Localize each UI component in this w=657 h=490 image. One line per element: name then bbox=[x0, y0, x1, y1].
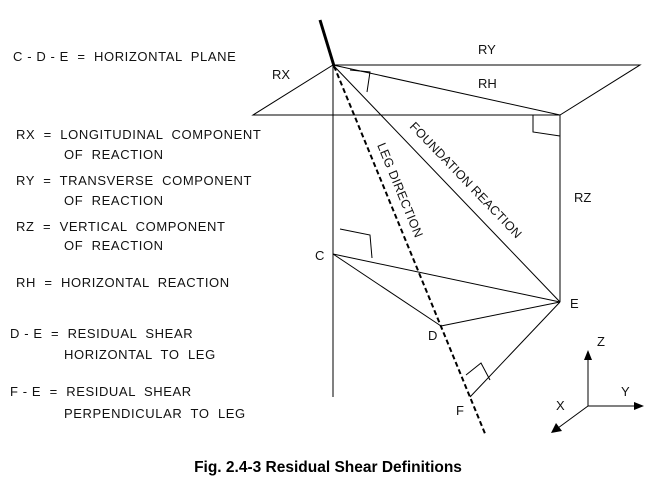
legend-fe-line1: F - E = RESIDUAL SHEAR bbox=[10, 384, 192, 399]
legend: C - D - E = HORIZONTAL PLANE RX = LONGIT… bbox=[10, 49, 261, 421]
axis-label-x: X bbox=[556, 398, 565, 413]
leg-direction-line bbox=[333, 65, 487, 437]
c-e-line bbox=[332, 253, 561, 303]
axis-label-z: Z bbox=[597, 334, 605, 349]
legend-rz-line2: OF REACTION bbox=[64, 238, 164, 253]
label-rx: RX bbox=[272, 67, 290, 82]
d-e-line bbox=[440, 301, 561, 327]
legend-fe-line2: PERPENDICULAR TO LEG bbox=[64, 406, 246, 421]
label-f: F bbox=[456, 403, 464, 418]
legend-rz-line1: RZ = VERTICAL COMPONENT bbox=[16, 219, 226, 234]
leg-top-segment bbox=[318, 19, 336, 67]
legend-rx-line1: RX = LONGITUDINAL COMPONENT bbox=[16, 127, 261, 142]
coordinate-axes: Z Y X bbox=[551, 334, 644, 433]
x-axis-arrow bbox=[551, 423, 562, 433]
label-ry: RY bbox=[478, 42, 496, 57]
label-rz: RZ bbox=[574, 190, 591, 205]
label-e: E bbox=[570, 296, 579, 311]
right-angle-mark-c bbox=[339, 228, 373, 259]
label-foundation-reaction: FOUNDATION REACTION bbox=[407, 119, 525, 241]
axis-label-y: Y bbox=[621, 384, 630, 399]
right-angle-mark-rz bbox=[532, 115, 561, 137]
legend-de-line1: D - E = RESIDUAL SHEAR bbox=[10, 326, 193, 341]
label-rh: RH bbox=[478, 76, 497, 91]
figure-caption: Fig. 2.4-3 Residual Shear Definitions bbox=[194, 459, 462, 476]
foundation-reaction-line bbox=[332, 64, 561, 303]
y-axis-arrow bbox=[634, 402, 644, 410]
c-d-line bbox=[332, 253, 442, 327]
rh-line bbox=[332, 64, 561, 116]
right-angle-mark-f bbox=[465, 362, 491, 381]
label-d: D bbox=[428, 328, 437, 343]
legend-rh-line1: RH = HORIZONTAL REACTION bbox=[16, 275, 230, 290]
z-axis-arrow bbox=[584, 350, 592, 360]
x-axis-line bbox=[557, 405, 589, 429]
label-c: C bbox=[315, 248, 324, 263]
legend-de-line2: HORIZONTAL TO LEG bbox=[64, 347, 216, 362]
f-e-line bbox=[469, 301, 561, 398]
right-angle-mark-origin bbox=[349, 69, 371, 93]
legend-ry-line1: RY = TRANSVERSE COMPONENT bbox=[16, 173, 252, 188]
legend-rx-line2: OF REACTION bbox=[64, 147, 164, 162]
legend-cde-line1: C - D - E = HORIZONTAL PLANE bbox=[13, 49, 236, 64]
legend-ry-line2: OF REACTION bbox=[64, 193, 164, 208]
